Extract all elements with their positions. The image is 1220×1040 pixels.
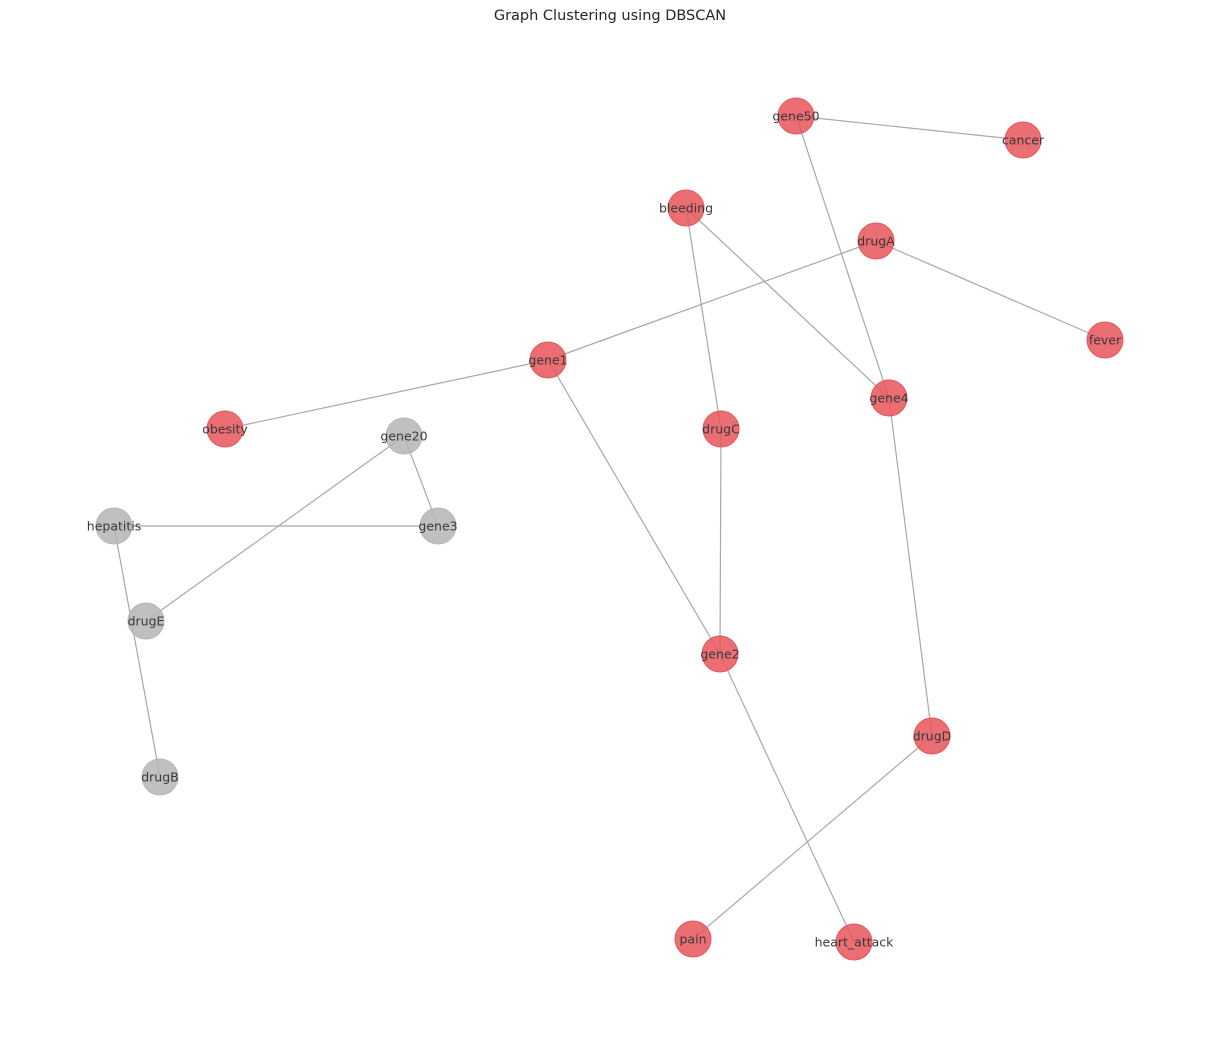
node-circle-gene3 (419, 507, 457, 545)
node-drugA: drugA (857, 222, 895, 260)
node-drugD: drugD (913, 717, 952, 755)
node-circle-cancer (1004, 121, 1042, 159)
node-circle-drugE (127, 602, 165, 640)
node-gene1: gene1 (528, 341, 568, 379)
node-label-gene1: gene1 (528, 353, 567, 368)
node-label-gene2: gene2 (700, 647, 739, 662)
node-label-drugC: drugC (702, 422, 740, 437)
node-label-gene20: gene20 (380, 429, 427, 444)
node-circle-gene2 (701, 635, 739, 673)
edge-gene50-cancer (795, 115, 1024, 141)
edge-bleeding-gene4 (685, 207, 890, 399)
node-obesity: obesity (202, 410, 248, 448)
nodes-layer: gene50 cancer bleeding drugA fever gene1 gene4… (87, 97, 1124, 961)
edge-hepatitis-drugB (113, 525, 161, 778)
node-circle-gene1 (529, 341, 567, 379)
node-circle-gene50 (777, 97, 815, 135)
node-drugC: drugC (702, 410, 740, 448)
node-gene4: gene4 (869, 379, 909, 417)
node-label-gene4: gene4 (869, 391, 908, 406)
node-circle-heart_attack (835, 923, 873, 961)
node-circle-pain (674, 920, 712, 958)
node-label-obesity: obesity (202, 422, 248, 437)
node-circle-drugC (702, 410, 740, 448)
node-label-fever: fever (1089, 333, 1122, 348)
node-pain: pain (674, 920, 712, 958)
node-label-gene3: gene3 (418, 519, 457, 534)
node-circle-gene20 (385, 417, 423, 455)
edge-bleeding-drugC (685, 207, 722, 430)
edge-gene50-gene4 (795, 115, 890, 399)
node-label-drugB: drugB (141, 770, 179, 785)
node-drugB: drugB (141, 758, 179, 796)
edge-gene1-gene2 (547, 359, 721, 655)
node-label-cancer: cancer (1002, 133, 1045, 148)
chart-title: Graph Clustering using DBSCAN (493, 8, 727, 24)
node-fever: fever (1086, 321, 1124, 359)
node-circle-fever (1086, 321, 1124, 359)
edges-layer (113, 115, 1106, 943)
node-gene50: gene50 (772, 97, 820, 135)
node-circle-drugB (141, 758, 179, 796)
node-gene2: gene2 (700, 635, 740, 673)
node-circle-hepatitis (95, 507, 133, 545)
node-label-heart_attack: heart_attack (815, 935, 895, 950)
node-bleeding: bleeding (659, 189, 713, 227)
edge-drugC-gene2 (719, 428, 722, 655)
node-label-bleeding: bleeding (659, 201, 713, 216)
node-heart_attack: heart_attack (815, 923, 895, 961)
edge-gene2-heart_attack (719, 653, 855, 943)
node-circle-gene4 (870, 379, 908, 417)
edge-drugD-pain (692, 735, 933, 940)
edge-drugA-fever (875, 240, 1106, 341)
node-circle-drugA (857, 222, 895, 260)
node-label-drugE: drugE (128, 614, 165, 629)
node-label-drugD: drugD (913, 729, 952, 744)
node-label-drugA: drugA (857, 234, 895, 249)
node-circle-obesity (206, 410, 244, 448)
node-label-gene50: gene50 (772, 109, 819, 124)
node-label-hepatitis: hepatitis (87, 519, 141, 534)
node-gene3: gene3 (418, 507, 458, 545)
edge-gene1-obesity (224, 359, 549, 430)
node-hepatitis: hepatitis (87, 507, 141, 545)
node-circle-bleeding (667, 189, 705, 227)
node-cancer: cancer (1002, 121, 1045, 159)
node-label-pain: pain (680, 932, 707, 947)
edge-gene4-drugD (888, 397, 933, 737)
node-drugE: drugE (127, 602, 165, 640)
node-circle-drugD (913, 717, 951, 755)
edge-gene20-drugE (145, 435, 405, 622)
node-gene20: gene20 (380, 417, 428, 455)
edge-drugA-gene1 (547, 240, 877, 361)
